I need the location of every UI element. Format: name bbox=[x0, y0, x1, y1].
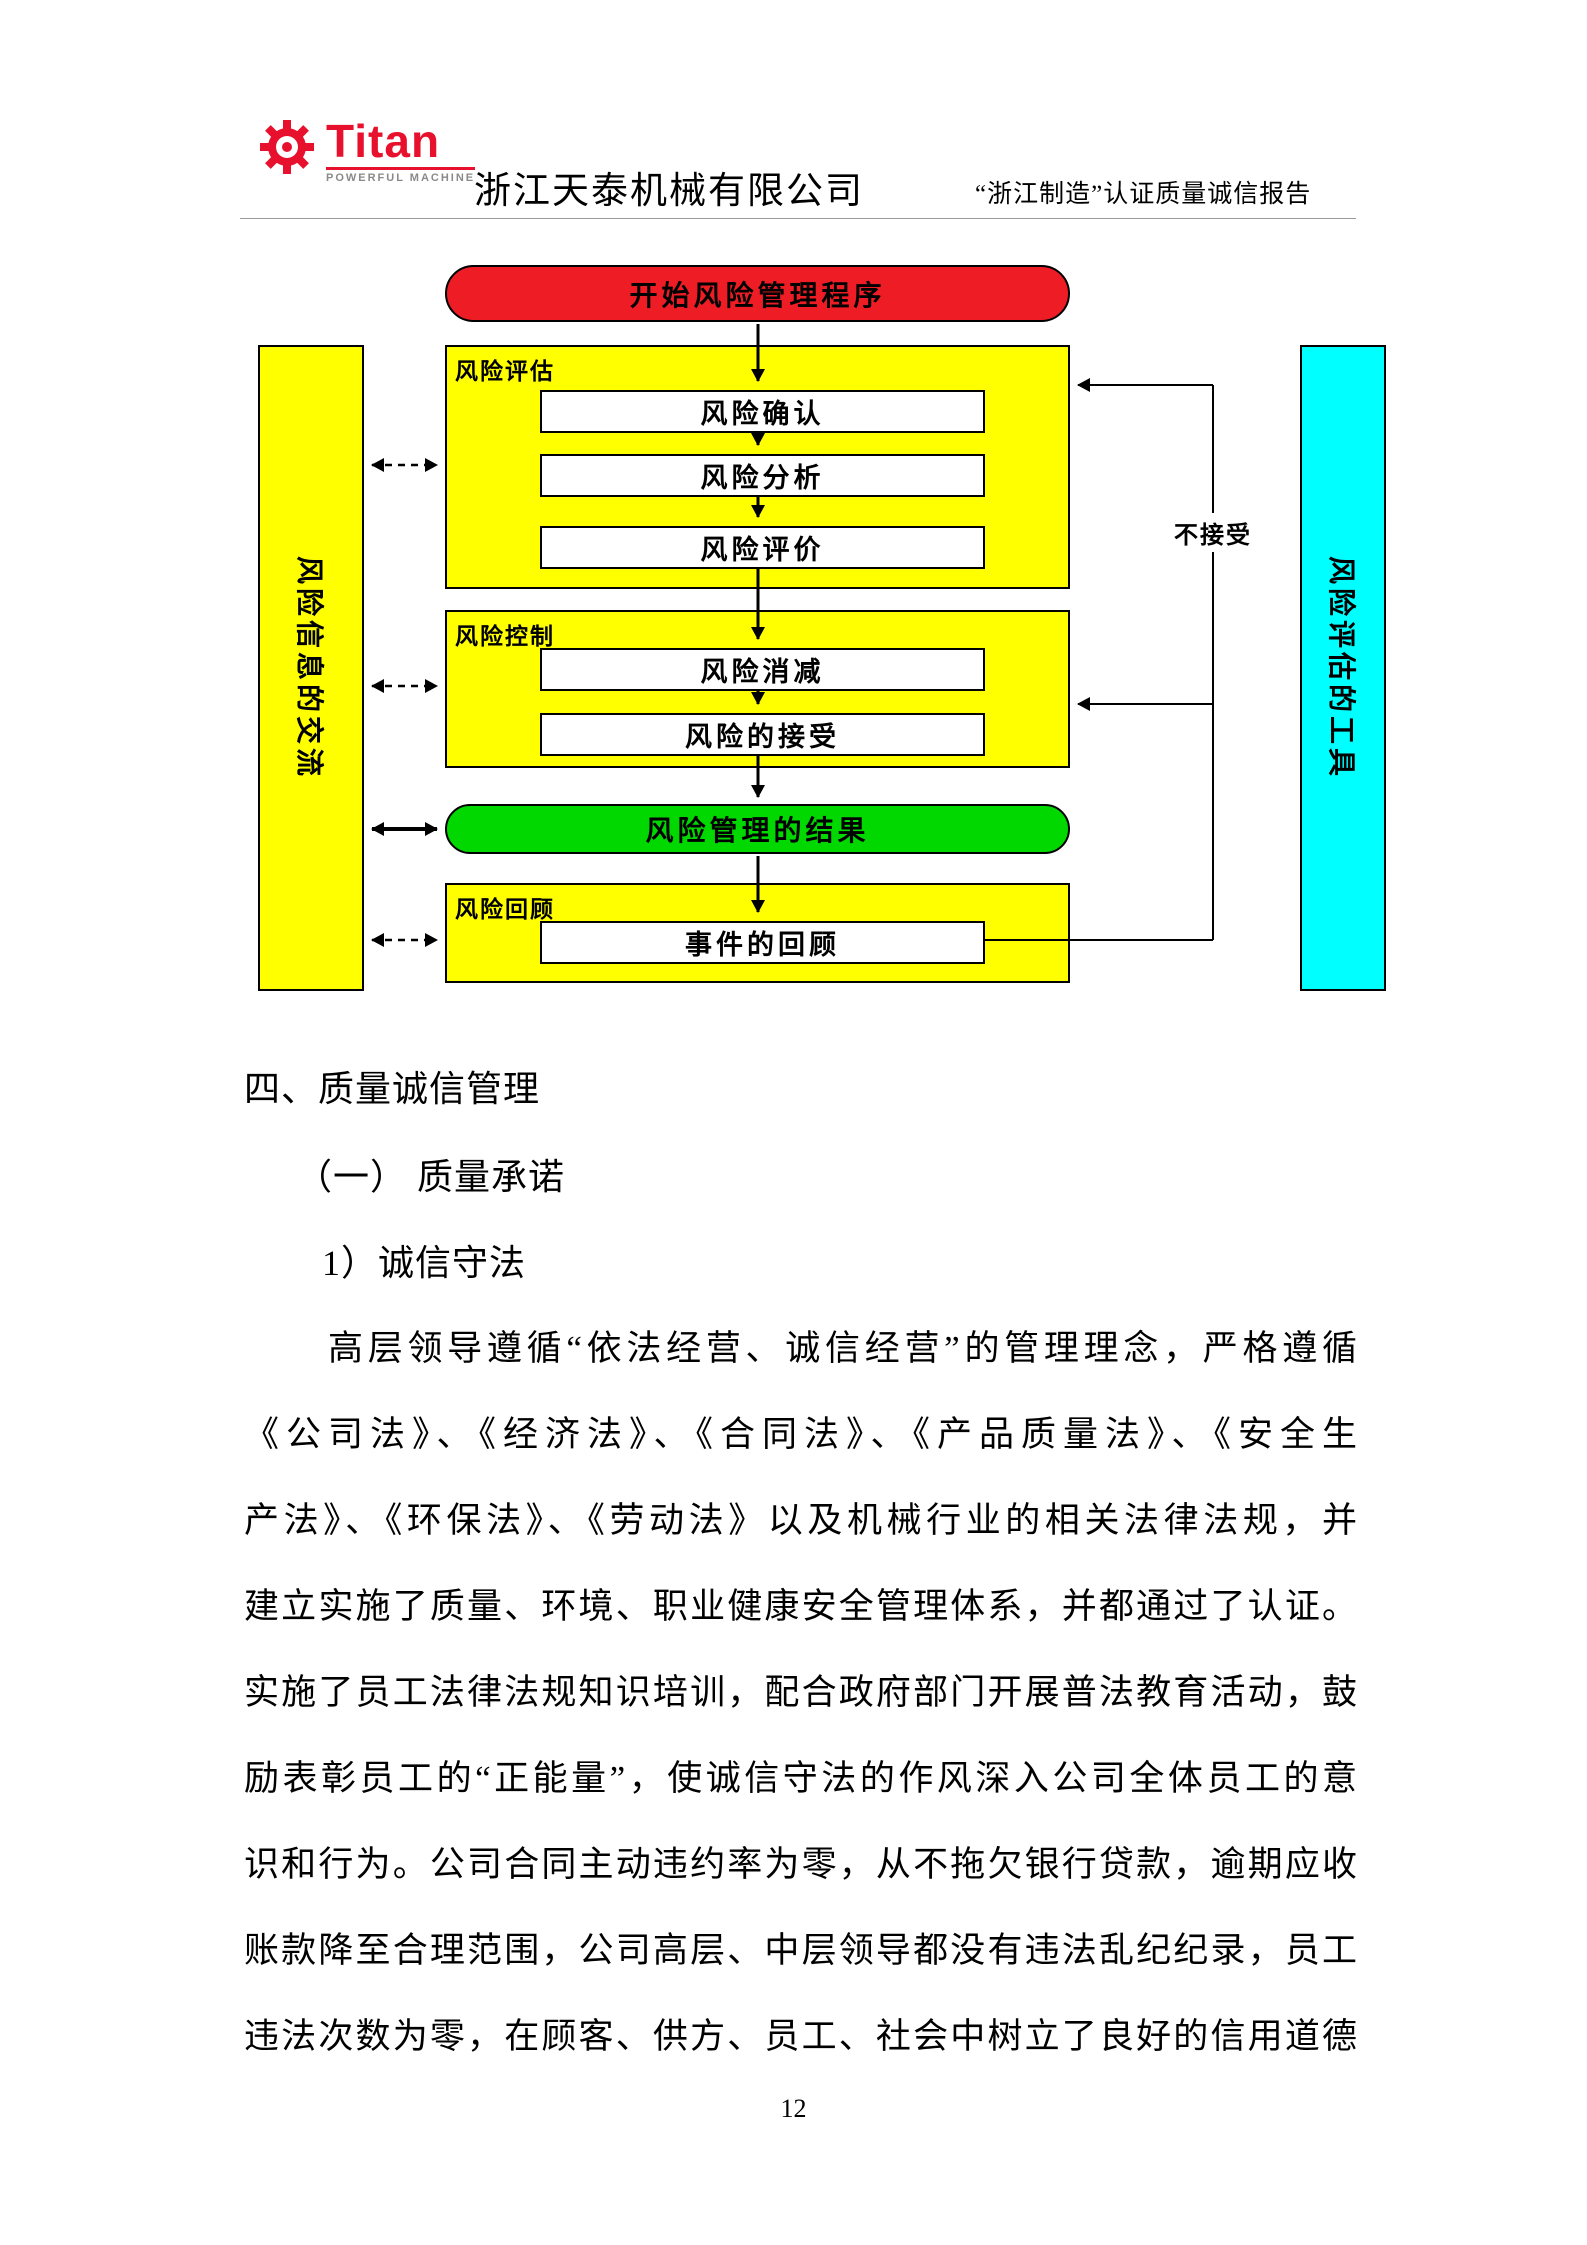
paragraph-line: 实施了员工法律法规知识培训，配合政府部门开展普法教育活动，鼓 bbox=[244, 1673, 1357, 1712]
logo-tagline: POWERFUL MACHINE bbox=[326, 167, 476, 184]
risk-review-panel: 风险回顾 事件的回顾 bbox=[445, 883, 1070, 983]
titan-logo: Titan POWERFUL MACHINE bbox=[258, 115, 476, 184]
paragraph-line: 违法次数为零，在顾客、供方、员工、社会中树立了良好的信用道德 bbox=[244, 2017, 1357, 2056]
flow-step-risk-acceptance: 风险的接受 bbox=[540, 713, 985, 756]
paragraph-line: 励表彰员工的“正能量”，使诚信守法的作风深入公司全体员工的意 bbox=[244, 1759, 1357, 1798]
subsubsection-heading: 1）诚信守法 bbox=[322, 1243, 527, 1283]
flow-step-risk-confirmation: 风险确认 bbox=[540, 390, 985, 433]
page-number: 12 bbox=[780, 2094, 807, 2123]
flow-result-node: 风险管理的结果 bbox=[445, 804, 1070, 854]
risk-review-label: 风险回顾 bbox=[455, 896, 555, 922]
paragraph-line: 建立实施了质量、环境、职业健康安全管理体系，并都通过了认证。 bbox=[244, 1587, 1357, 1626]
paragraph-line: 账款降至合理范围，公司高层、中层领导都没有违法乱纪纪录，员工 bbox=[244, 1931, 1357, 1970]
paragraph-line: 《公司法》、《经济法》、《合同法》、《产品质量法》、《安全生 bbox=[244, 1415, 1357, 1454]
risk-control-panel: 风险控制 风险消减 风险的接受 bbox=[445, 610, 1070, 768]
body-paragraph: 高层领导遵循“依法经营、诚信经营”的管理理念，严格遵循 《公司法》、《经济法》、… bbox=[244, 1306, 1357, 2080]
flow-step-risk-evaluation: 风险评价 bbox=[540, 526, 985, 569]
risk-communication-label: 风险信息的交流 bbox=[294, 555, 326, 781]
reject-path-label: 不接受 bbox=[1143, 513, 1283, 552]
risk-tools-bar: 风险评估的工具 bbox=[1300, 345, 1386, 991]
risk-tools-label: 风险评估的工具 bbox=[1326, 555, 1358, 781]
report-title: “浙江制造”认证质量诚信报告 bbox=[975, 181, 1312, 208]
risk-management-flowchart: 风险信息的交流 风险评估的工具 开始风险管理程序 风险评估 风险确认 风险分析 … bbox=[258, 265, 1388, 995]
logo-brand: Titan bbox=[326, 115, 441, 167]
subsection-heading: （一） 质量承诺 bbox=[296, 1157, 566, 1197]
logo-text: Titan POWERFUL MACHINE bbox=[326, 115, 476, 184]
risk-assessment-label: 风险评估 bbox=[455, 358, 555, 384]
risk-assessment-panel: 风险评估 风险确认 风险分析 风险评价 bbox=[445, 345, 1070, 589]
paragraph-line: 产法》、《环保法》、《劳动法》以及机械行业的相关法律法规，并 bbox=[244, 1501, 1357, 1540]
gear-icon bbox=[260, 120, 314, 174]
header-divider bbox=[240, 218, 1356, 219]
communication-arrows bbox=[371, 458, 438, 947]
risk-communication-bar: 风险信息的交流 bbox=[258, 345, 364, 991]
risk-control-label: 风险控制 bbox=[455, 623, 555, 649]
paragraph-line: 识和行为。公司合同主动违约率为零，从不拖欠银行贷款，逾期应收 bbox=[244, 1845, 1357, 1884]
company-name: 浙江天泰机械有限公司 bbox=[474, 171, 864, 212]
flow-step-event-review: 事件的回顾 bbox=[540, 921, 985, 964]
section-heading: 四、质量诚信管理 bbox=[244, 1069, 541, 1109]
flow-start-node: 开始风险管理程序 bbox=[445, 265, 1070, 322]
paragraph-line: 高层领导遵循“依法经营、诚信经营”的管理理念，严格遵循 bbox=[328, 1329, 1357, 1368]
flow-step-risk-reduction: 风险消减 bbox=[540, 648, 985, 691]
flow-step-risk-analysis: 风险分析 bbox=[540, 454, 985, 497]
